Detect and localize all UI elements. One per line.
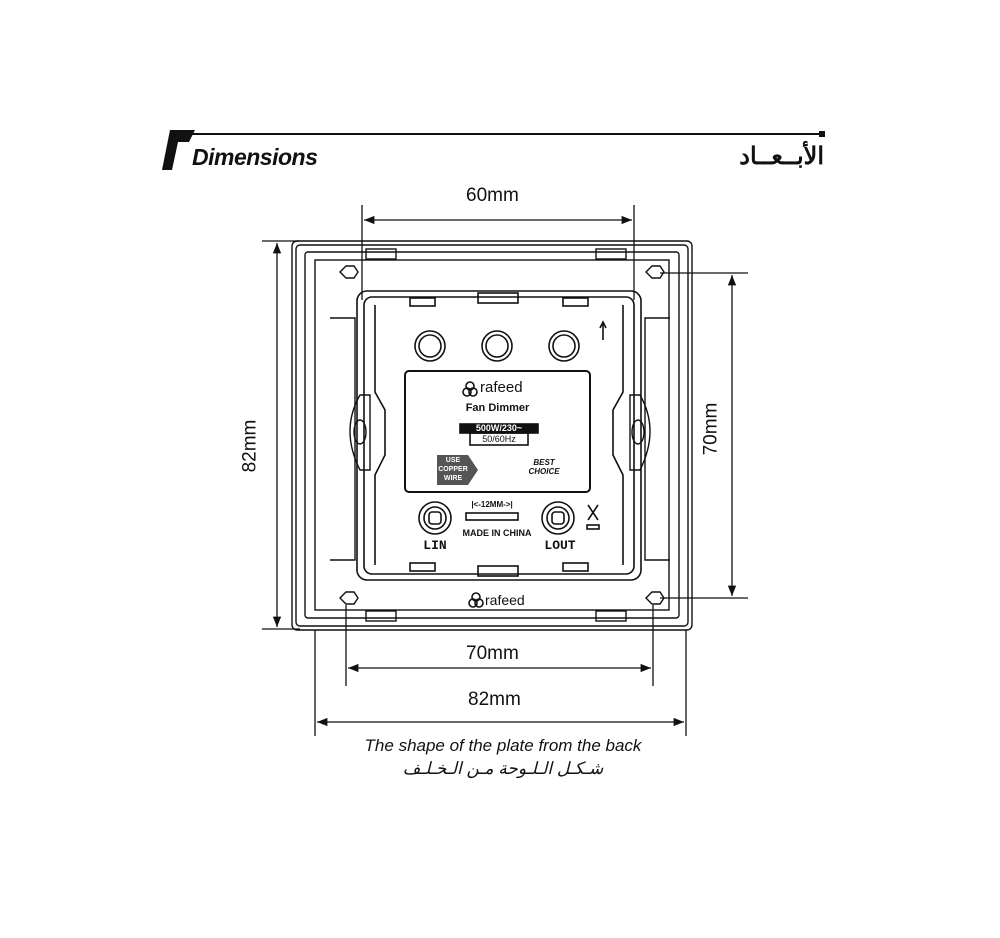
title-english: Dimensions <box>192 144 318 170</box>
dim-top-width: 60mm <box>466 185 519 206</box>
dim-bottom-inner: 70mm <box>466 643 519 664</box>
dim-left-height: 82mm <box>239 419 261 473</box>
label-strip-length: |<-12MM->| <box>471 500 513 509</box>
label-copper-wire: USE COPPER WIRE <box>438 457 468 482</box>
label-best-choice: BEST CHOICE <box>528 458 560 476</box>
title-arabic: الأبــعــاد <box>739 143 824 170</box>
terminal-lout: LOUT <box>544 538 576 553</box>
label-brand: rafeed <box>480 379 523 396</box>
label-origin: MADE IN CHINA <box>462 528 532 538</box>
header-rule <box>162 130 825 170</box>
dimmer-module <box>356 290 642 608</box>
label-product: Fan Dimmer <box>465 402 530 414</box>
caption-english: The shape of the plate from the back <box>364 736 642 755</box>
terminal-lin: LIN <box>423 538 447 553</box>
plate-brand: rafeed <box>485 592 525 608</box>
dim-bottom-outer: 82mm <box>468 689 521 710</box>
dim-right-height: 70mm <box>700 402 722 456</box>
label-frequency: 50/60Hz <box>482 434 516 444</box>
label-rating: 500W/230~ <box>475 423 523 433</box>
dimension-lines <box>262 205 748 736</box>
caption-arabic: شـكـل الـلـوحة مـن الـخـلـف <box>402 759 604 778</box>
